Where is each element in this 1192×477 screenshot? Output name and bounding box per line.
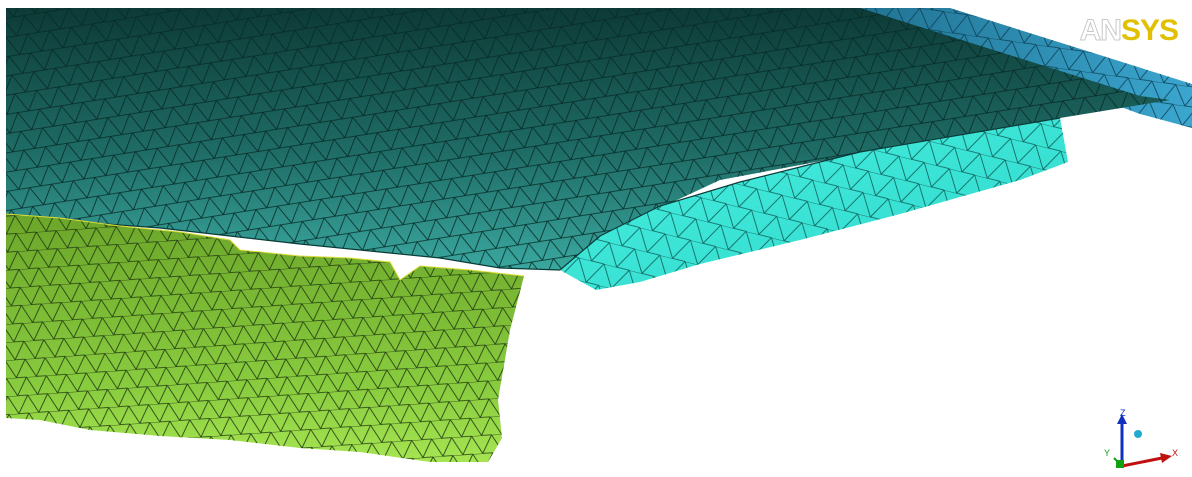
x-axis	[1121, 456, 1163, 468]
iso-view-icon[interactable]	[1134, 430, 1142, 438]
origin-marker	[1116, 460, 1124, 468]
z-axis-label: Z	[1120, 408, 1126, 418]
x-axis-label: X	[1172, 448, 1179, 458]
logo-part-an: AN	[1079, 14, 1122, 47]
axis-triad-icon	[1113, 414, 1172, 468]
z-axis-arrow	[1117, 414, 1127, 424]
y-axis-label: Y	[1104, 448, 1111, 458]
x-axis-arrow	[1160, 453, 1172, 463]
axis-triad[interactable]: Z X Y	[1100, 408, 1180, 474]
logo-part-sys: SYS	[1120, 14, 1179, 47]
wing-surface	[5, 8, 1170, 271]
lower-body	[5, 213, 525, 462]
ansys-logo: ANSYS	[1079, 14, 1179, 47]
wing-section-face	[559, 117, 1068, 290]
